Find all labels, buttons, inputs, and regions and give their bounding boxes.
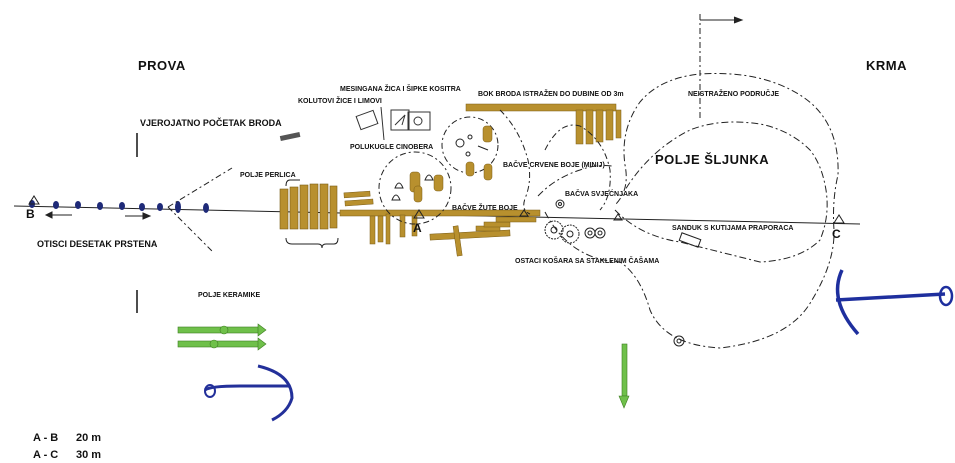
point-c-label: C: [832, 227, 841, 241]
point-a-marker: A: [413, 209, 425, 235]
keel-timbers: [339, 190, 541, 257]
gravel-label: POLJE ŠLJUNKA: [655, 152, 769, 167]
coils-label: KOLUTOVI ŽICE I LIMOVI: [298, 96, 382, 105]
legend-ab-dist: 20 m: [76, 432, 101, 444]
bow-outline: [167, 167, 233, 252]
cinnabar-area: [378, 151, 452, 225]
inner-dash: [537, 165, 613, 197]
krma-label: KRMA: [866, 58, 907, 73]
hull-boundary-b: [544, 124, 611, 211]
ceramics-label: POLJE KERAMIKE: [198, 292, 261, 299]
ceramics-field: [177, 323, 267, 351]
legend-ab-pair: A - B: [33, 432, 58, 444]
barrel-circles: [544, 199, 685, 347]
gravel-outline: [614, 121, 828, 263]
unexplored-label: NEISTRAŽENO PODRUČJE: [688, 89, 779, 98]
beads-bracket: [285, 237, 339, 249]
beads-field: [279, 183, 338, 230]
prova-label: PROVA: [138, 58, 186, 73]
point-b-marker: B: [26, 195, 40, 221]
rings-label: OTISCI DESETAK PRSTENA: [37, 239, 158, 249]
bead-markers: [29, 200, 209, 213]
hull-label: BOK BRODA ISTRAŽEN DO DUBINE OD 3m: [478, 89, 624, 98]
beads-top-bracket: [285, 179, 300, 187]
ship-start-object: [279, 131, 301, 142]
point-c-marker: C: [832, 214, 845, 241]
bow-arrows: [44, 211, 152, 220]
hull-boundary: [499, 109, 531, 215]
cinnabar-label: POLUKUGLE CINOBERA: [350, 144, 433, 151]
hull-timbers: [465, 103, 622, 145]
brass-label: MESINGANA ŽICA I ŠIPKE KOSITRA: [340, 84, 461, 93]
box-object: [678, 232, 702, 248]
anchor-right: [835, 269, 954, 336]
point-b-label: B: [26, 207, 35, 221]
green-marker: [618, 343, 630, 409]
yellow-barrels-label: BAČVE ŽUTE BOJE: [452, 203, 518, 212]
candle-barrel-label: BAČVA SVJEĆNJAKA: [565, 189, 638, 198]
stern-outline: [544, 73, 839, 349]
brass-objects: [355, 106, 431, 141]
ship-start-label: VJEROJATNO POČETAK BRODA: [140, 117, 282, 128]
red-barrels-label: BAČVE CRVENE BOJE (MINIJ): [503, 160, 605, 169]
legend-ac-pair: A - C: [33, 449, 58, 461]
baskets-label: OSTACI KOŠARA SA STAKLENIM ČAŠAMA: [515, 256, 659, 265]
distance-legend: A - B 20 m A - C 30 m: [33, 432, 101, 461]
amphora-area: [441, 116, 499, 181]
box-label: SANDUK S KUTIJAMA PRAPORACA: [672, 225, 793, 232]
legend-ac-dist: 30 m: [76, 449, 101, 461]
anchor-left: [204, 364, 294, 422]
triangle-markers: [519, 209, 623, 221]
direction-arrow: [699, 14, 744, 120]
point-a-label: A: [413, 221, 422, 235]
beads-field-label: POLJE PERLICA: [240, 172, 296, 179]
